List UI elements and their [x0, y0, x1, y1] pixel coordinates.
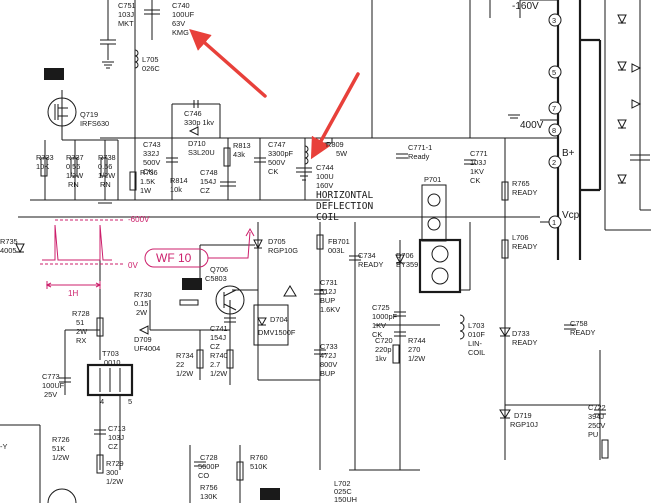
vcp-label: Vcp [562, 210, 580, 221]
pin-5-circle [548, 65, 562, 79]
pin-1-label: 1 [552, 218, 556, 227]
pin-3-label: 3 [552, 16, 556, 25]
p701-plug [418, 238, 462, 294]
pin-1-circle [548, 215, 562, 229]
waveform-wf10 [40, 219, 255, 289]
annotation-arrows [189, 29, 360, 160]
t703-pin5-label: 5 [128, 397, 132, 406]
q719-transistor-body [47, 97, 77, 127]
p701-label: P701 [424, 175, 441, 184]
pin-7-circle [548, 101, 562, 115]
wf-zero-label: 0V [128, 261, 138, 270]
pin-2-label: 2 [552, 158, 556, 167]
t703-transformer [86, 363, 134, 397]
pin-8-label: 8 [552, 126, 556, 135]
b-plus-label: B+ [562, 148, 575, 159]
p701-connector-frame [421, 184, 447, 242]
pin-2-circle [548, 155, 562, 169]
connector-pins [548, 13, 562, 229]
wf10-tag-label: WF 10 [156, 251, 192, 265]
wf-period-label: 1H [68, 289, 78, 298]
q706-transistor-body [215, 285, 245, 315]
q719-heatsink [44, 68, 64, 80]
annotation-arrow-c744 [310, 72, 360, 160]
pin-8-circle [548, 123, 562, 137]
components [15, 9, 650, 503]
pin-5-label: 5 [552, 68, 556, 77]
v400-label: 400V [520, 120, 544, 131]
q706-heatsink [182, 278, 202, 290]
pin-7-label: 7 [552, 104, 556, 113]
minus160v-label: -160V [512, 1, 539, 12]
frag-y-label: -Y [0, 442, 7, 451]
t703-pin4-label: 4 [100, 397, 104, 406]
pin-3-circle [548, 13, 562, 27]
wf-minus600v-label: -600V [128, 215, 150, 224]
annotation-arrow-c740 [189, 29, 267, 98]
